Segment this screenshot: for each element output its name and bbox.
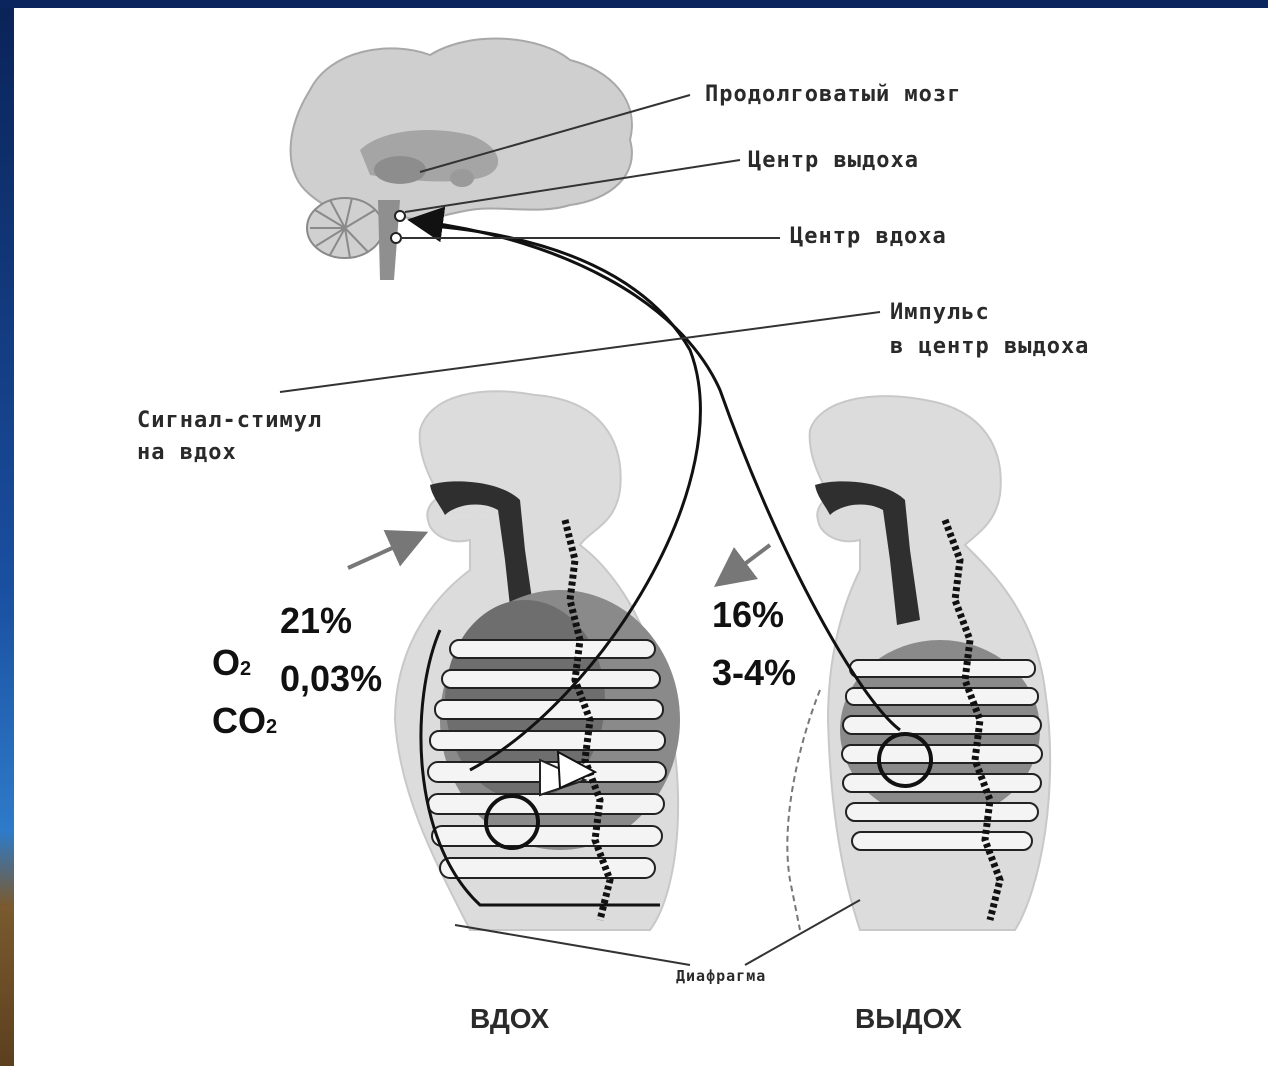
label-diaphragm: Диафрагма [676, 967, 766, 985]
label-exhale-center: Центр выдоха [748, 148, 919, 173]
exhaled-co2-value: 3-4% [712, 652, 796, 694]
label-medulla: Продолговатый мозг [705, 82, 961, 107]
exhaled-o2-value: 16% [712, 594, 784, 636]
label-signal-line2: на вдох [137, 440, 237, 465]
label-impulse-line1: Импульс [890, 300, 990, 325]
label-inhale-center: Центр вдоха [790, 224, 947, 249]
cerebellum [307, 198, 383, 258]
label-inhale: ВДОХ [470, 1003, 549, 1035]
co2-subscript: 2 [266, 716, 277, 738]
label-exhale: ВЫДОХ [855, 1003, 962, 1035]
brain [291, 39, 632, 220]
inhaled-co2-row: CO2 [192, 658, 277, 742]
co2-symbol: CO [212, 700, 266, 741]
inhale-center-dot [391, 233, 401, 243]
inhale-figure [348, 391, 680, 930]
label-impulse-line2: в центр выдоха [890, 334, 1089, 359]
inhaled-o2-value: 21% [280, 600, 352, 642]
inhaled-co2-value: 0,03% [280, 658, 382, 700]
exhale-center-dot [395, 211, 405, 221]
label-signal-line1: Сигнал-стимул [137, 408, 322, 433]
